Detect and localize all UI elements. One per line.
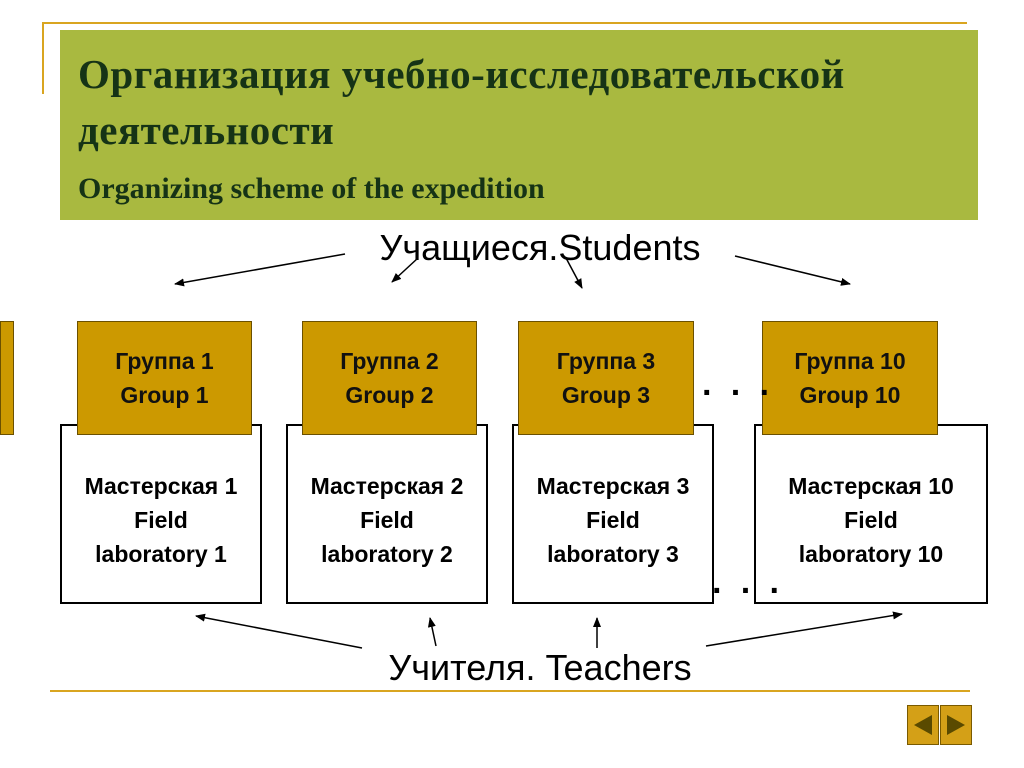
ellipsis-groups: · · · — [702, 374, 775, 412]
students-label: Учащиеся.Students — [379, 227, 701, 268]
group-box-2: Группа 2 Group 2 — [302, 321, 477, 435]
lab-name: laboratory 1 — [95, 541, 227, 567]
arrow-teachers-lab1 — [195, 613, 363, 649]
lab-box-1: Мастерская 1 Field laboratory 1 — [60, 424, 262, 604]
group-title-ru: Группа 1 — [115, 348, 214, 374]
bottom-accent-line — [50, 690, 970, 692]
title-band: Организация учебно-исследовательской дея… — [60, 30, 978, 220]
group-title-en: Group 2 — [345, 382, 434, 408]
lab-field: Field — [360, 507, 414, 533]
group-title-ru: Группа 3 — [556, 348, 656, 374]
lab-title: Мастерская 1 — [84, 473, 238, 499]
lab-field: Field — [844, 507, 898, 533]
next-slide-button[interactable] — [940, 705, 972, 745]
prev-slide-button[interactable] — [907, 705, 939, 745]
lab-title: Мастерская 10 — [788, 473, 954, 499]
lab-name: laboratory 2 — [321, 541, 453, 567]
teachers-label: Учителя. Teachers — [388, 647, 692, 688]
group-box-3: Группа 3 Group 3 — [518, 321, 694, 435]
lab-box-10: Мастерская 10 Field laboratory 10 — [754, 424, 988, 604]
page-title: Организация учебно-исследовательской дея… — [78, 51, 845, 153]
arrow-teachers-lab2 — [427, 617, 437, 647]
lab-title: Мастерская 3 — [536, 473, 690, 499]
triangle-right-icon — [947, 715, 965, 735]
lab-title: Мастерская 2 — [310, 473, 464, 499]
lab-box-2: Мастерская 2 Field laboratory 2 — [286, 424, 488, 604]
group-title-ru: Группа 10 — [794, 348, 906, 374]
group-title-en: Group 10 — [799, 382, 901, 408]
page-subtitle: Organizing scheme of the expedition — [78, 172, 545, 205]
lab-name: laboratory 3 — [547, 541, 679, 567]
lab-box-3: Мастерская 3 Field laboratory 3 — [512, 424, 714, 604]
group-box-1: Группа 1 Group 1 — [77, 321, 252, 435]
group-title-en: Group 3 — [561, 382, 651, 408]
lab-field: Field — [134, 507, 188, 533]
group-title-en: Group 1 — [120, 382, 209, 408]
triangle-left-icon — [914, 715, 932, 735]
arrow-teachers-lab10 — [705, 611, 903, 647]
group-box-10: Группа 10 Group 10 — [762, 321, 938, 435]
lab-name: laboratory 10 — [798, 541, 944, 567]
group-title-ru: Группа 2 — [340, 348, 439, 374]
lab-field: Field — [586, 507, 640, 533]
ellipsis-labs: · · · — [712, 572, 785, 610]
arrow-students-group10 — [734, 255, 851, 286]
arrow-students-group1 — [174, 253, 346, 287]
group-partial-left — [0, 321, 14, 435]
left-accent-line — [42, 22, 44, 94]
top-accent-line — [42, 22, 967, 24]
